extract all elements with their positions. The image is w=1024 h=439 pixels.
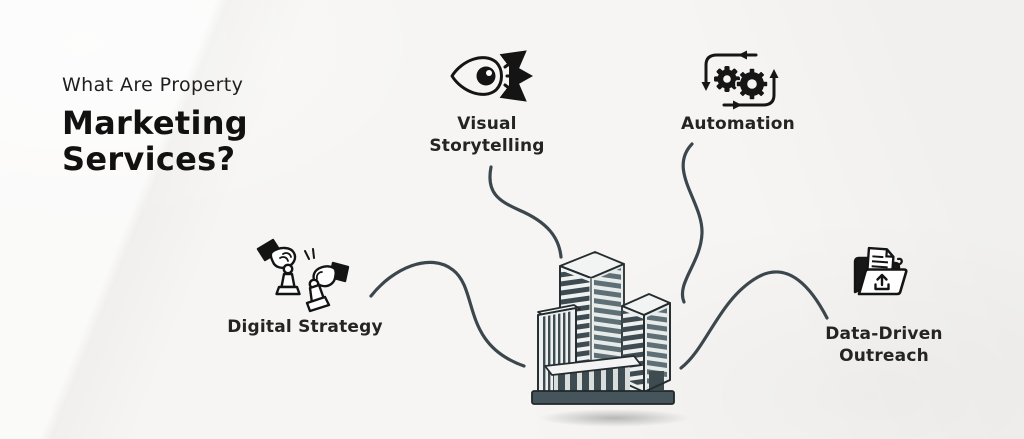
label-line: Storytelling bbox=[429, 136, 545, 156]
label-data-driven-outreach: Data-Driven Outreach bbox=[794, 323, 974, 367]
title-eyebrow: What Are Property bbox=[62, 74, 244, 96]
label-line: Digital Strategy bbox=[227, 317, 383, 337]
building-shadow bbox=[538, 409, 690, 427]
connector-visual-storytelling bbox=[488, 165, 563, 259]
hands-chess-pieces-icon bbox=[256, 238, 350, 313]
connector-data-driven-outreach bbox=[679, 270, 829, 370]
label-visual-storytelling: Visual Storytelling bbox=[402, 113, 572, 157]
page-title-line1: Marketing bbox=[62, 104, 248, 142]
label-line: Automation bbox=[681, 114, 795, 134]
eye-with-arrows-icon bbox=[450, 50, 533, 102]
gears-cycle-icon bbox=[701, 50, 779, 110]
connector-digital-strategy bbox=[369, 260, 526, 368]
connector-automation bbox=[680, 142, 704, 304]
label-digital-strategy: Digital Strategy bbox=[215, 316, 395, 338]
folder-document-upload-icon bbox=[853, 246, 908, 296]
label-line: Visual bbox=[457, 114, 517, 134]
label-line: Data-Driven bbox=[825, 324, 943, 344]
office-buildings-illustration bbox=[531, 251, 675, 405]
label-line: Outreach bbox=[839, 346, 929, 366]
label-automation: Automation bbox=[650, 113, 826, 135]
page-title: Marketing Services? bbox=[62, 105, 248, 177]
page-title-line2: Services? bbox=[62, 140, 236, 178]
title-block: What Are Property Marketing Services? bbox=[62, 74, 248, 177]
